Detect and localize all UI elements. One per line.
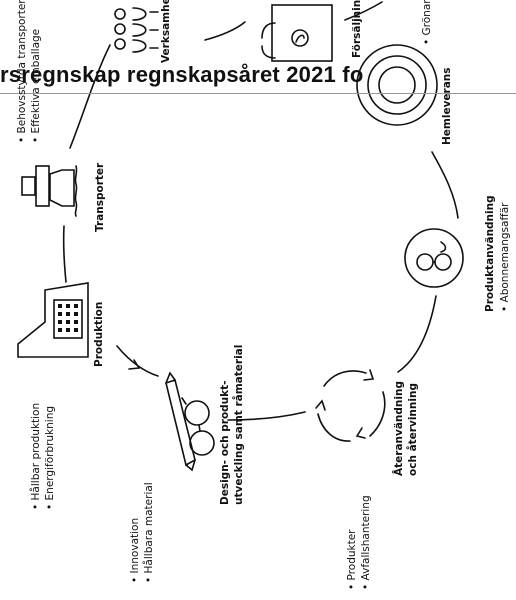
label-design-1: Design- och produkt- [219,380,231,505]
label-ateranvandning-1: Återanvändning [393,381,405,476]
label-produktanvandning: Produktanvändning [484,195,496,312]
header-divider [0,93,516,94]
connector-ateranvandning-to-design [227,411,306,421]
label-transporter: Transporter [94,162,106,232]
bullet-hallbara-material: Hållbara material [143,482,156,583]
bullet-effektiva-emballage: Effektiva emballage [30,29,43,143]
pencil-glasses-icon [165,371,215,472]
bullet-abonnemangsaffar: Abonnemangsaffär [499,203,512,312]
face-glasses-icon [404,228,464,288]
delivery-target-icon [356,44,438,126]
bullet-innovation: Innovation [129,518,142,583]
recycle-arrows-icon [315,369,386,442]
shopping-bag-icon [261,4,333,62]
label-design-2: utveckling samt råmaterial [233,344,245,505]
factory-windows [58,304,78,332]
connector-transport-to-verksamhet [69,44,111,149]
connector-produktanvandning-to-ateranvandning [397,295,437,373]
factory-icon [17,282,89,358]
bullet-produkter: Produkter [346,530,359,590]
people-icon [114,7,159,53]
connector-verksamhet-to-forsaljning [204,21,246,41]
bullet-hallbar-produktion: Hållbar produktion [30,403,43,510]
connector-design-to-produktion [116,345,159,377]
truck-icon [21,165,78,217]
bullet-behovsstyrda-transporter: Behovsstyrda transporter [16,0,29,143]
connector-produktion-to-transport [62,225,67,283]
bullet-energiforbrukning: Energiförbrukning [44,406,57,510]
arrow-head-design-produktion [128,359,141,370]
bullet-gronare: Grönare [421,0,434,45]
label-ateranvandning-2: och återvinning [407,383,419,476]
page-header-title: rsregnskap regnskapsåret 2021 fo [0,62,364,87]
connector-hemleverans-to-produktanvandning [431,151,459,219]
label-forsaljning: Försäljning [351,0,363,58]
bullet-avfallshantering: Avfallshantering [360,495,373,590]
connector-forsaljning-to-gronare [344,1,383,21]
label-verksamhet: Verksamhet [160,0,172,63]
label-produktion: Produktion [93,301,105,367]
label-hemleverans: Hemleverans [441,67,453,145]
